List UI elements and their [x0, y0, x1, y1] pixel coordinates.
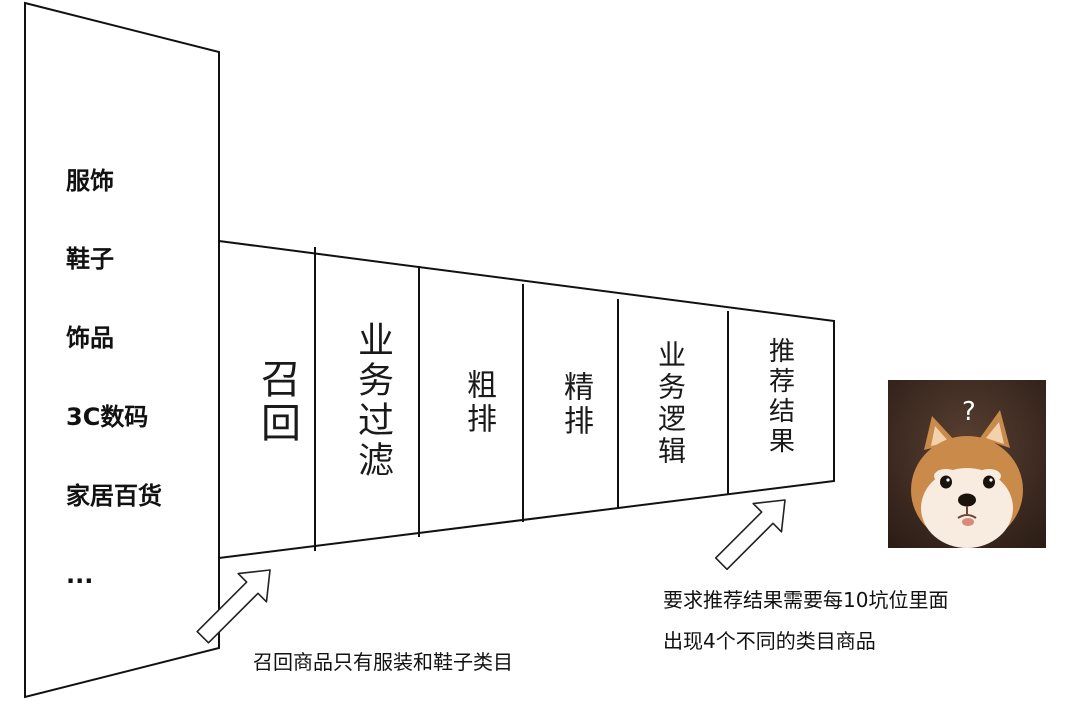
- stage-business-logic: 业务逻辑: [654, 340, 687, 468]
- result-note-line1: 要求推荐结果需要每10坑位里面: [663, 588, 949, 612]
- confused-dog-image: ?: [888, 380, 1046, 548]
- arrow-to-recall: [196, 569, 271, 644]
- category-item-more: ...: [66, 561, 94, 589]
- recall-note: 召回商品只有服装和鞋子类目: [253, 650, 513, 674]
- question-mark: ?: [962, 397, 976, 427]
- arrow-to-result: [714, 499, 786, 571]
- category-item-accessories: 饰品: [66, 324, 114, 352]
- stage-fine-ranking: 精排: [558, 371, 593, 439]
- stage-business-filter: 业务过滤: [352, 321, 393, 481]
- category-panel: [24, 1, 220, 699]
- category-item-3c-digital: 3C数码: [66, 403, 149, 431]
- stage-recommendation-result: 推荐结果: [764, 337, 795, 457]
- category-item-home-goods: 家居百货: [66, 482, 162, 510]
- stage-recall: 召回: [254, 358, 300, 446]
- result-note-line2: 出现4个不同的类目商品: [663, 629, 876, 653]
- category-item-shoes: 鞋子: [66, 245, 114, 273]
- pipeline-funnel: [218, 239, 835, 560]
- stage-coarse-ranking: 粗排: [461, 369, 496, 437]
- category-item-apparel: 服饰: [66, 167, 114, 195]
